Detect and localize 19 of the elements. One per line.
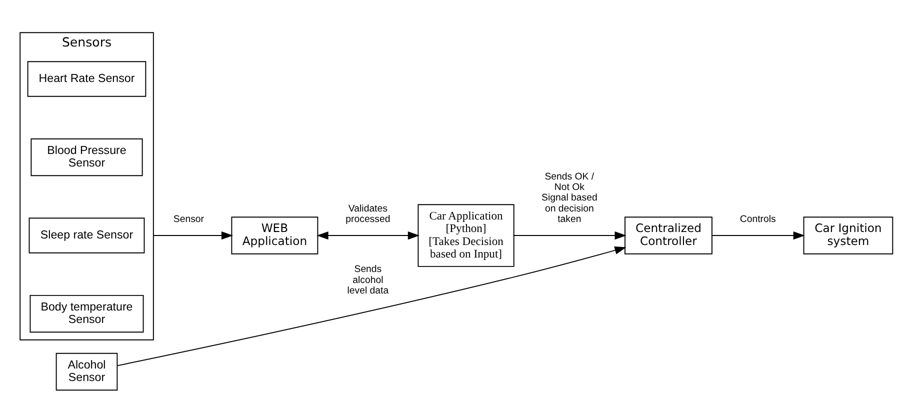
edge-label: Validates processed: [346, 202, 390, 224]
edge-label: Controls: [740, 213, 776, 224]
arrow: [316, 230, 420, 240]
node-box: Car Application [Python] [Takes Decision based on Input]: [418, 204, 514, 266]
node-box: Car Ignition system: [803, 216, 894, 254]
edge-label: Sensor: [173, 213, 204, 224]
arrow: [116, 246, 626, 366]
node-box: WEB Application: [231, 216, 318, 254]
arrow: [152, 230, 234, 240]
node-box: Sleep rate Sensor: [28, 217, 145, 253]
arrow: [712, 230, 805, 240]
node-box: Alcohol Sensor: [56, 352, 118, 390]
edge-label: Sends OK / Not Ok Signal based on decision taken: [542, 170, 598, 224]
arrow: [514, 230, 626, 240]
node-box: Centralized Controller: [624, 216, 712, 254]
node-box: Body temperature Sensor: [30, 294, 144, 332]
edge-label: Sends alcohol level data: [347, 264, 389, 296]
node-box: Heart Rate Sensor: [27, 60, 146, 96]
node-box: Blood Pressure Sensor: [30, 138, 143, 176]
